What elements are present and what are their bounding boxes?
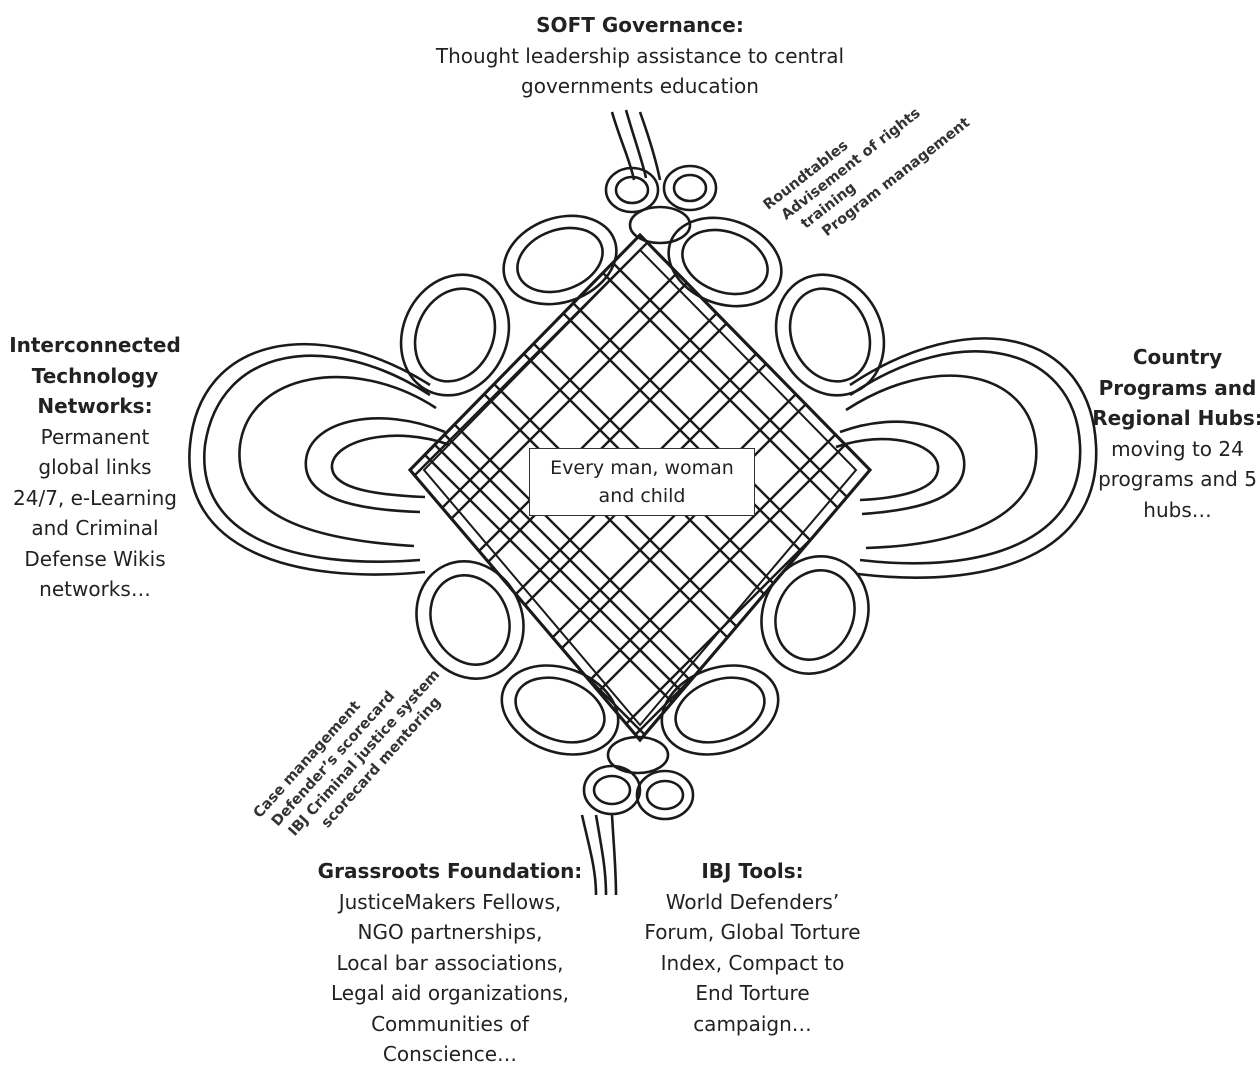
soft-governance-heading: SOFT Governance: <box>380 10 900 41</box>
center-label-line-1: Every man, woman <box>550 454 734 482</box>
technology-networks-block: Interconnected Technology Networks: Perm… <box>0 330 190 605</box>
ibj-tools-heading: IBJ Tools: <box>620 856 885 887</box>
technology-networks-line: Defense Wikis <box>0 544 190 575</box>
ibj-tools-block: IBJ Tools: World Defenders’ Forum, Globa… <box>620 856 885 1039</box>
country-programs-heading: Regional Hubs: <box>1090 403 1260 434</box>
grassroots-line: Local bar associations, <box>310 948 590 979</box>
grassroots-line: Communities of <box>310 1009 590 1040</box>
ibj-tools-line: Forum, Global Torture <box>620 917 885 948</box>
grassroots-line: Legal aid organizations, <box>310 978 590 1009</box>
technology-networks-heading: Interconnected <box>0 330 190 361</box>
technology-networks-line: networks… <box>0 574 190 605</box>
soft-governance-line: Thought leadership assistance to central <box>380 41 900 72</box>
technology-networks-line: 24/7, e-Learning <box>0 483 190 514</box>
country-programs-line: hubs… <box>1090 495 1260 526</box>
top-cord <box>606 110 716 243</box>
technology-networks-heading: Technology <box>0 361 190 392</box>
technology-networks-line: and Criminal <box>0 513 190 544</box>
ibj-tools-line: Index, Compact to <box>620 948 885 979</box>
country-programs-line: moving to 24 <box>1090 434 1260 465</box>
grassroots-heading: Grassroots Foundation: <box>310 856 590 887</box>
technology-networks-line: Permanent <box>0 422 190 453</box>
grassroots-block: Grassroots Foundation: JusticeMakers Fel… <box>310 856 590 1070</box>
soft-governance-block: SOFT Governance: Thought leadership assi… <box>380 10 900 102</box>
technology-networks-heading: Networks: <box>0 391 190 422</box>
ibj-tools-line: End Torture <box>620 978 885 1009</box>
country-programs-line: programs and 5 <box>1090 464 1260 495</box>
grassroots-line: JusticeMakers Fellows, <box>310 887 590 918</box>
soft-governance-line: governments education <box>380 71 900 102</box>
left-lobes <box>189 344 450 574</box>
grassroots-line: NGO partnerships, <box>310 917 590 948</box>
ibj-tools-line: campaign… <box>620 1009 885 1040</box>
country-programs-block: Country Programs and Regional Hubs: movi… <box>1090 342 1260 525</box>
ibj-tools-line: World Defenders’ <box>620 887 885 918</box>
country-programs-heading: Country <box>1090 342 1260 373</box>
country-programs-heading: Programs and <box>1090 373 1260 404</box>
center-label-line-2: and child <box>599 482 686 510</box>
grassroots-line: Conscience… <box>310 1039 590 1070</box>
center-label: Every man, woman and child <box>529 448 755 516</box>
technology-networks-line: global links <box>0 452 190 483</box>
